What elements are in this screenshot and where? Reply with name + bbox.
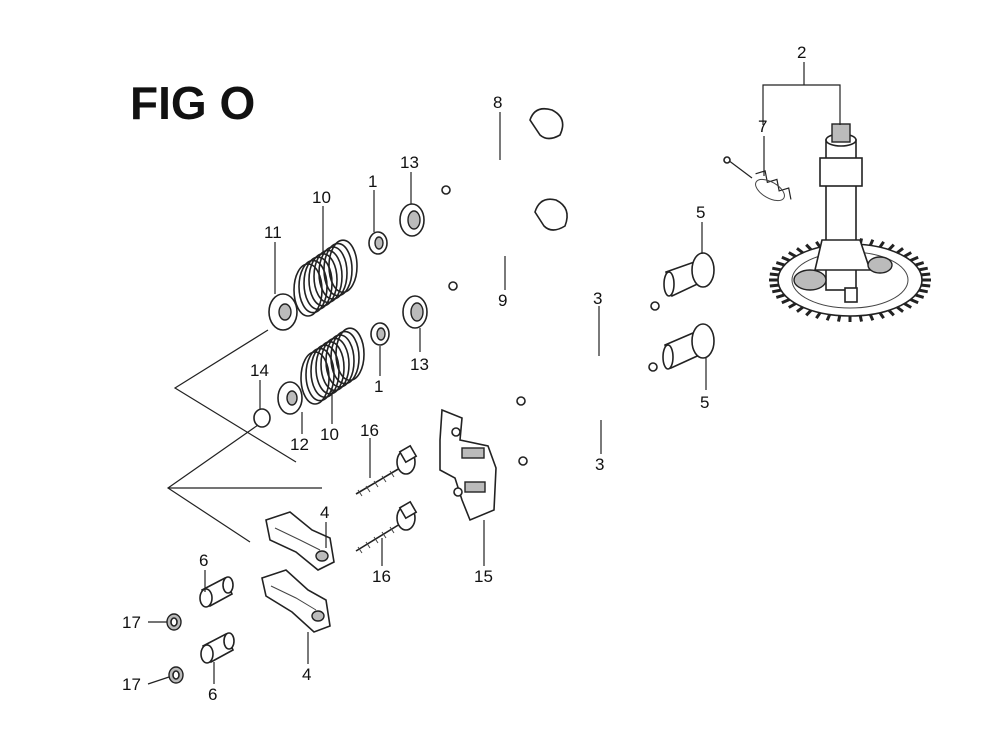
gear-teeth bbox=[769, 238, 931, 322]
rocker-arm-plate bbox=[439, 408, 497, 522]
pivot-bolt-bottom bbox=[355, 500, 418, 554]
valve-cap-14 bbox=[253, 408, 271, 428]
callout-10-bottom: 10 bbox=[320, 425, 339, 444]
callout-12: 12 bbox=[290, 435, 309, 454]
lock-nut-top bbox=[166, 613, 182, 631]
callout-3-bottom: 3 bbox=[595, 455, 604, 474]
callout-5-bottom: 5 bbox=[700, 393, 709, 412]
pivot-bolt-top bbox=[355, 444, 418, 497]
callout-8: 8 bbox=[493, 93, 502, 112]
callout-3-top: 3 bbox=[593, 289, 602, 308]
rocker-arm-bottom bbox=[261, 569, 331, 633]
callout-9: 9 bbox=[498, 291, 507, 310]
rocker-arm-top bbox=[265, 511, 335, 571]
callout-5-top: 5 bbox=[696, 203, 705, 222]
callout-13-bottom: 13 bbox=[410, 355, 429, 374]
camshaft-gear bbox=[769, 123, 931, 322]
callout-11: 11 bbox=[264, 223, 282, 242]
rocker-pin-bottom bbox=[200, 632, 235, 664]
valve-retainer-bottom bbox=[402, 295, 428, 329]
tappet-bottom bbox=[662, 323, 715, 370]
callout-15: 15 bbox=[474, 567, 493, 586]
valve-spring-seat bbox=[268, 293, 298, 331]
callout-6-bottom: 6 bbox=[208, 685, 217, 704]
callout-13-top: 13 bbox=[400, 153, 419, 172]
decompressor-spring bbox=[723, 156, 792, 202]
valve-retainer-top bbox=[399, 203, 425, 237]
rocker-pin-top bbox=[199, 576, 234, 608]
intake-valve bbox=[441, 107, 564, 195]
lock-nut-bottom bbox=[168, 666, 184, 684]
valve-cotter-bottom bbox=[370, 322, 390, 346]
callout-4-top: 4 bbox=[320, 503, 329, 522]
figure-title: FIG O bbox=[130, 77, 256, 129]
callout-4-bottom: 4 bbox=[302, 665, 311, 684]
push-rod-top bbox=[516, 301, 660, 406]
bracket-lines bbox=[166, 329, 322, 543]
callout-labels: 2 7 8 13 1 10 11 9 5 3 14 1 13 12 10 16 … bbox=[122, 43, 806, 704]
callout-2: 2 bbox=[797, 43, 806, 62]
callout-16-bottom: 16 bbox=[372, 567, 391, 586]
valve-spring-bottom bbox=[300, 327, 365, 405]
callout-17-bottom: 17 bbox=[122, 675, 141, 694]
callout-17-top: 17 bbox=[122, 613, 141, 632]
callout-1-top: 1 bbox=[368, 172, 377, 191]
tappet-top bbox=[663, 252, 715, 298]
valve-seat-12 bbox=[277, 381, 303, 415]
callout-10-top: 10 bbox=[312, 188, 331, 207]
callout-1-bottom: 1 bbox=[374, 377, 383, 396]
push-rod-bottom bbox=[518, 362, 658, 466]
callout-16-top: 16 bbox=[360, 421, 379, 440]
callout-14: 14 bbox=[250, 361, 269, 380]
valve-spring-top bbox=[293, 239, 358, 317]
leader-lines bbox=[147, 62, 841, 685]
exhaust-valve bbox=[448, 198, 568, 291]
callout-7: 7 bbox=[758, 117, 767, 136]
valve-cotter-top bbox=[368, 231, 388, 255]
callout-6-top: 6 bbox=[199, 551, 208, 570]
